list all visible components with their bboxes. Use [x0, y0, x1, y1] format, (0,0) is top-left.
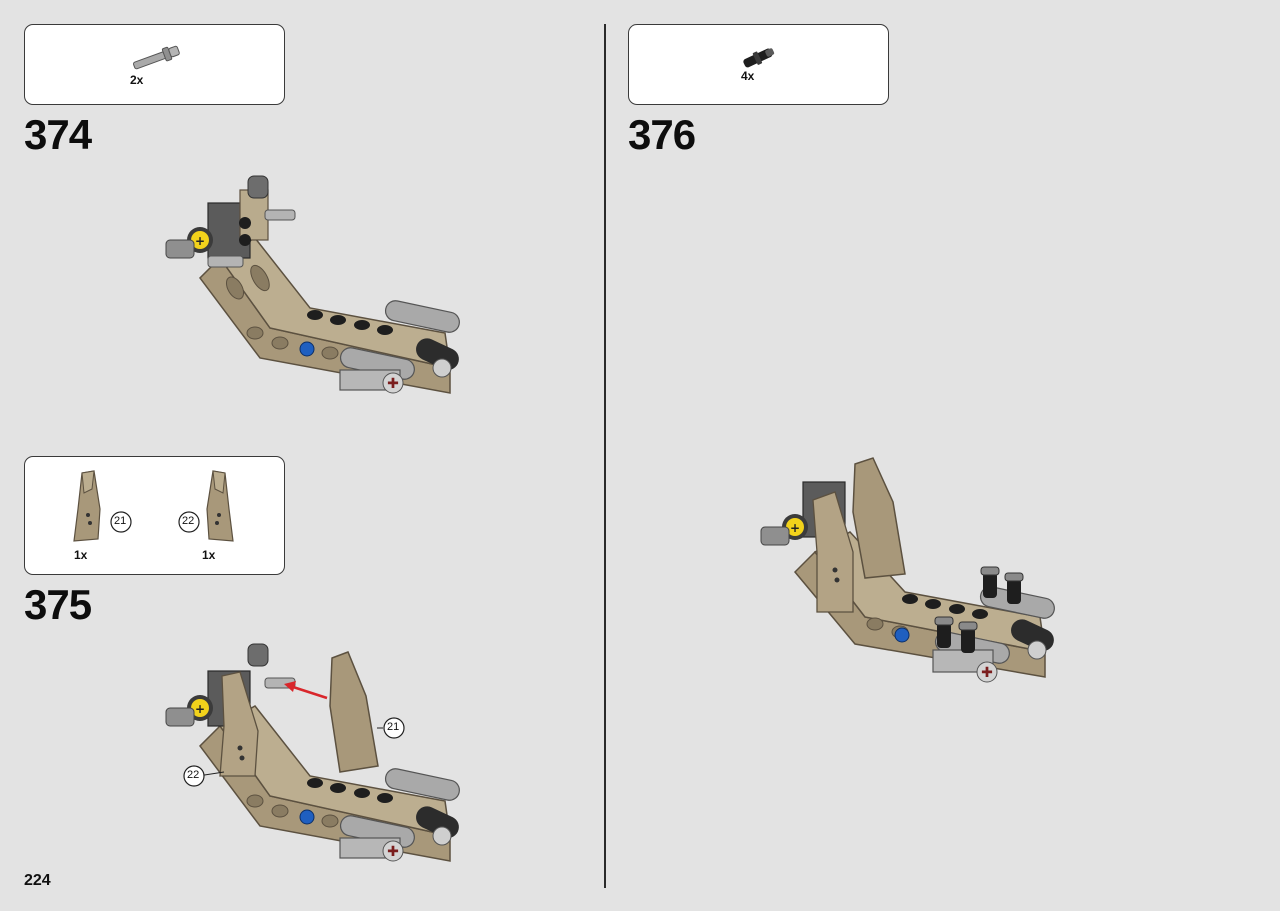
svg-text:+: +	[790, 521, 800, 535]
panel-part-21-icon	[73, 470, 101, 542]
black-pin-icon	[743, 48, 775, 68]
page-divider	[604, 24, 606, 888]
step-number-375: 375	[24, 581, 92, 628]
callout-label: 22	[182, 515, 195, 527]
parts-box-step-376: 4x	[628, 24, 889, 105]
parts-box-step-375: 21 1x 22 1x	[24, 456, 285, 575]
part-qty: 2x	[130, 73, 144, 87]
callout-label: 21	[114, 515, 127, 527]
part-qty: 1x	[74, 548, 88, 562]
assembly-step-374: ✚ +	[165, 175, 460, 394]
step-number-374: 374	[24, 111, 92, 158]
callout-label: 22	[187, 769, 200, 781]
callout-label: 21	[387, 721, 400, 733]
callout-icon	[110, 511, 132, 533]
svg-text:+: +	[195, 234, 205, 248]
part-qty: 4x	[741, 69, 755, 83]
callout-icon	[183, 765, 205, 787]
callout-icon	[383, 717, 405, 739]
svg-text:+: +	[195, 702, 205, 716]
parts-box-step-374: 2x	[24, 24, 285, 105]
svg-text:✚: ✚	[387, 376, 399, 392]
callout-icon	[178, 511, 200, 533]
part-qty: 1x	[202, 548, 216, 562]
assembly-step-376: ✚ +	[760, 457, 1055, 683]
svg-text:✚: ✚	[387, 844, 399, 860]
axle-pin-icon	[133, 45, 180, 70]
page-number: 224	[24, 872, 51, 889]
panel-part-22-icon	[206, 470, 234, 542]
svg-text:✚: ✚	[981, 665, 993, 681]
assembly-step-375: ✚ +	[165, 643, 460, 862]
step-number-376: 376	[628, 111, 696, 158]
